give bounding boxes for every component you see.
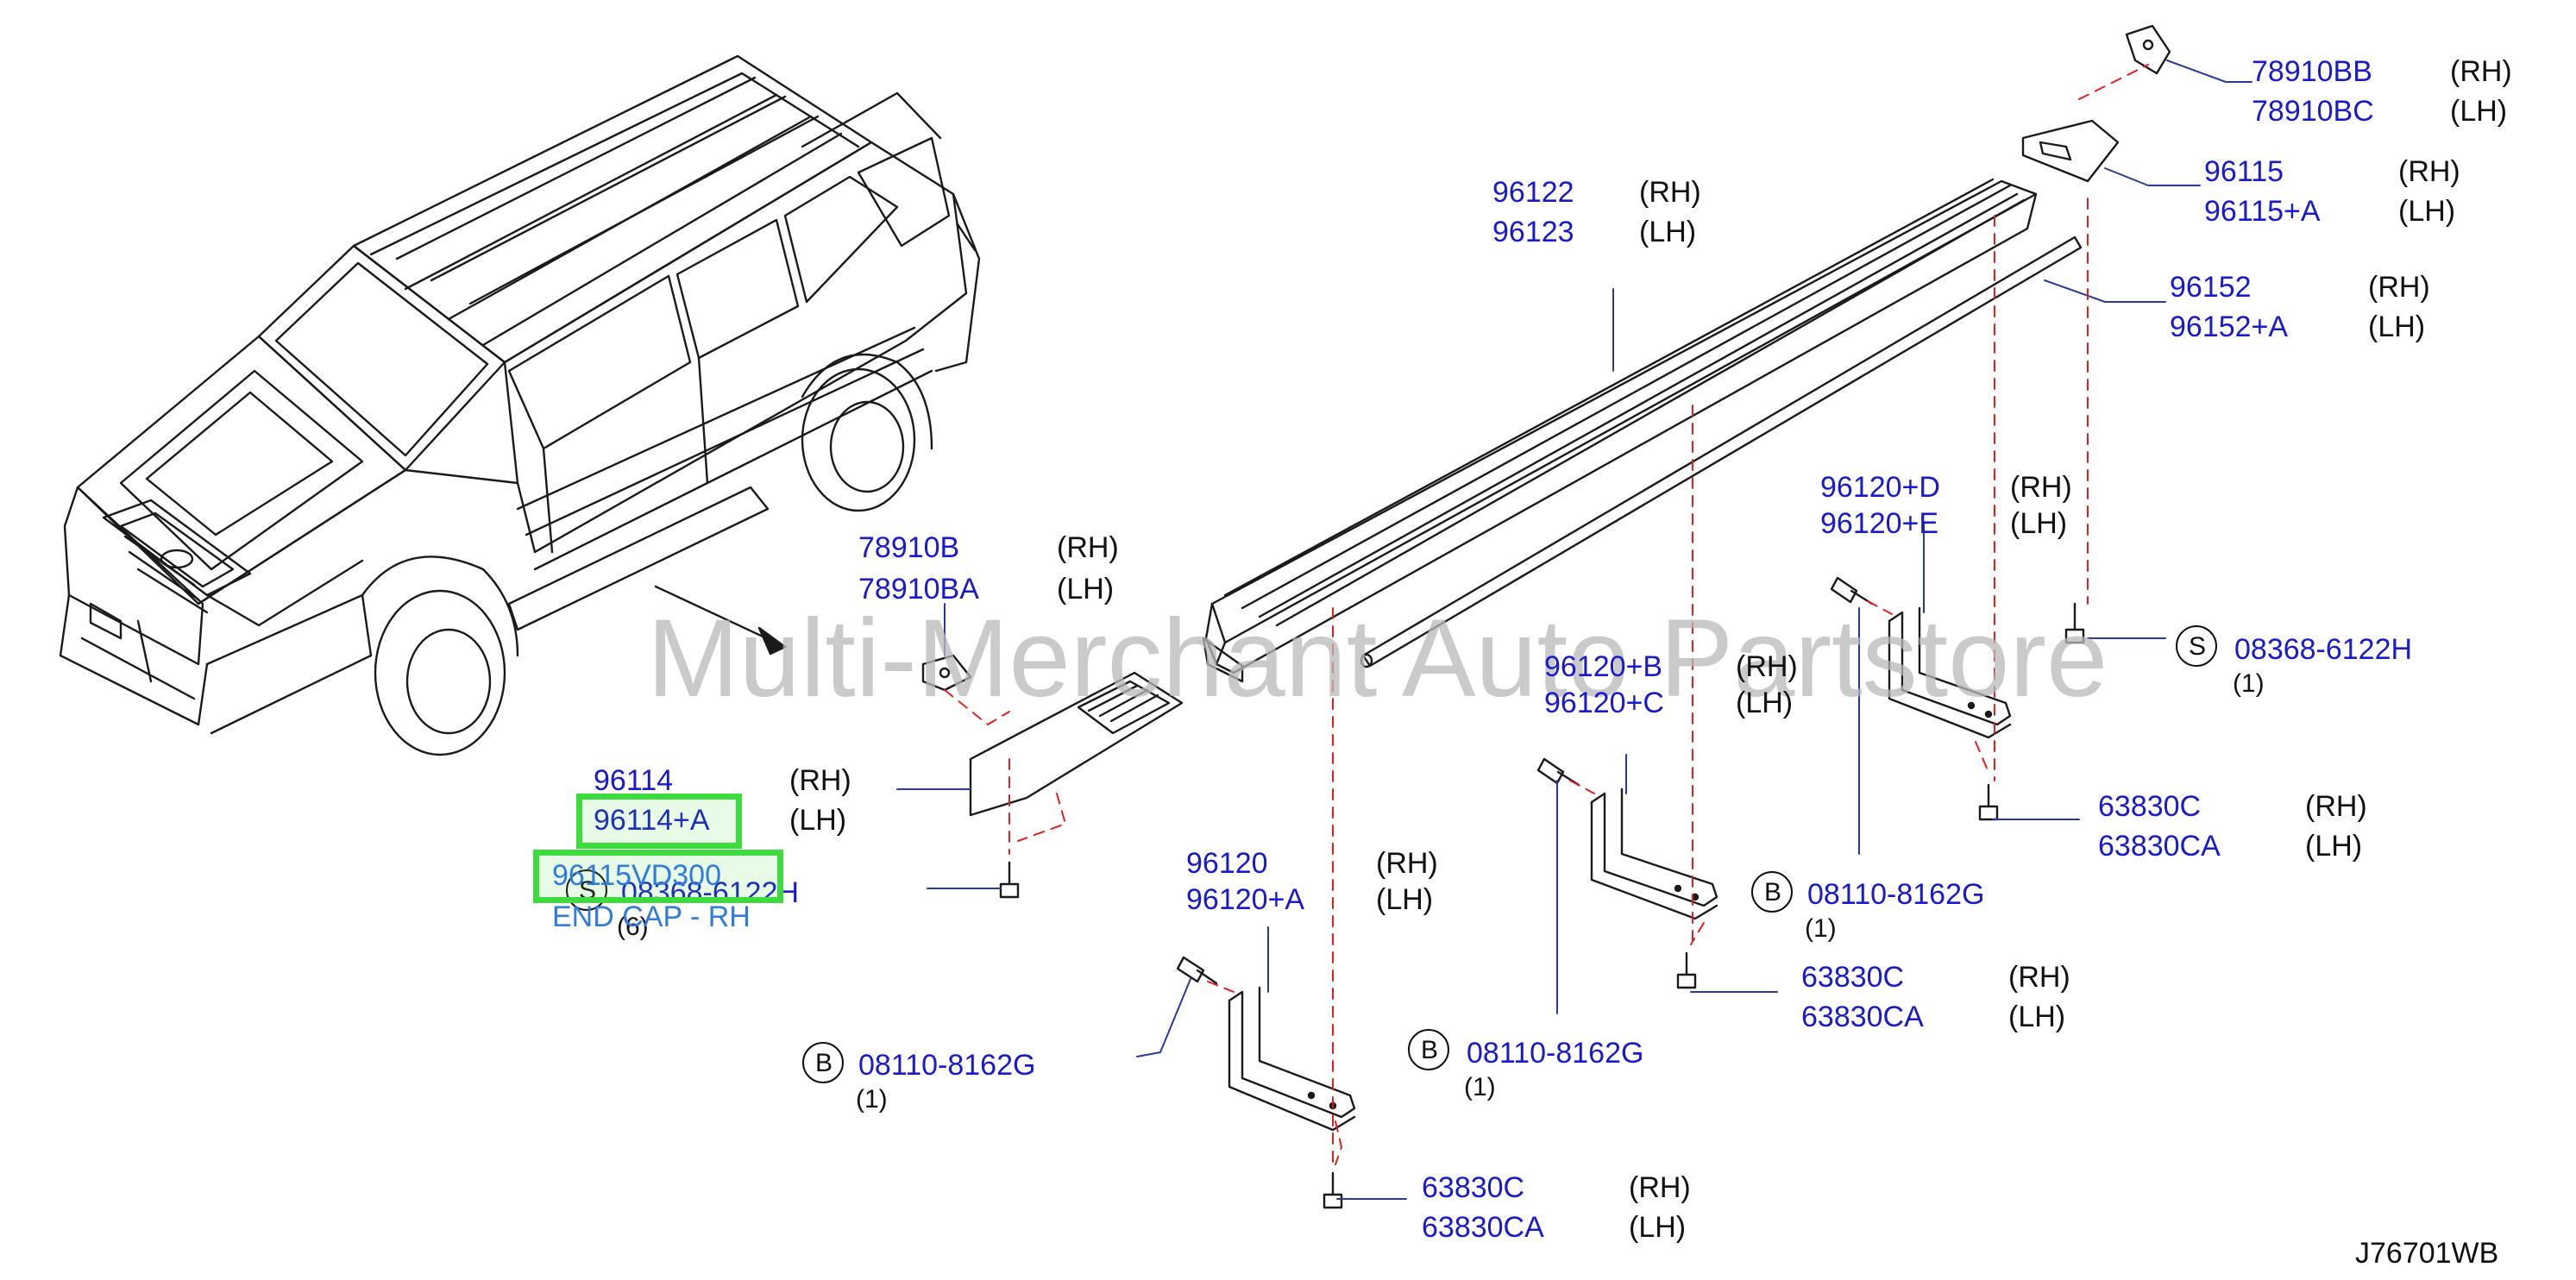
quantity-label: (6) [617, 913, 649, 941]
part-number-78910bb[interactable]: 78910BB [2252, 55, 2372, 88]
end-cap-icon [2021, 119, 2120, 183]
watermark: Multi-Merchant Auto Partstore [647, 597, 2108, 720]
part-number-78910b[interactable]: 78910B [858, 531, 960, 564]
side-label-lh: (LH) [1736, 687, 1794, 719]
suv-vehicle-illustration [59, 54, 981, 756]
side-label-lh: (LH) [1629, 1211, 1687, 1244]
bracket-icon [1590, 787, 1718, 920]
side-label-lh: (LH) [2010, 507, 2068, 540]
side-label-lh: (LH) [789, 804, 847, 837]
part-number-96120-a[interactable]: 96120+A [1186, 883, 1305, 916]
part-number-96120[interactable]: 96120 [1186, 847, 1268, 880]
side-label-rh: (RH) [1629, 1171, 1691, 1204]
side-label-lh: (LH) [1639, 216, 1697, 248]
bolt-icon [999, 861, 1020, 899]
fastener-letter: B [1764, 878, 1782, 907]
fastener-letter: B [1421, 1036, 1439, 1064]
bolt-icon [1323, 1171, 1343, 1209]
part-number-08110-8162g[interactable]: 08110-8162G [1467, 1037, 1644, 1070]
side-label-lh: (LH) [2368, 311, 2426, 343]
end-cap-icon [969, 671, 1184, 817]
bolt-icon [1978, 783, 1999, 821]
side-label-rh: (RH) [1057, 531, 1119, 564]
part-number-96120-e[interactable]: 96120+E [1820, 507, 1939, 540]
part-number-78910ba[interactable]: 78910BA [858, 573, 979, 605]
bracket-icon [1228, 986, 1356, 1132]
side-label-rh: (RH) [2368, 271, 2430, 304]
side-label-rh: (RH) [1376, 847, 1438, 880]
part-number-96120-c[interactable]: 96120+C [1544, 687, 1664, 719]
part-number-63830c[interactable]: 63830C [1422, 1171, 1525, 1204]
fastener-symbol-b [1751, 871, 1793, 913]
side-label-rh: (RH) [789, 764, 851, 797]
side-label-lh: (LH) [2305, 830, 2363, 863]
fastener-symbol-s [2176, 625, 2217, 667]
clip-icon [921, 654, 972, 692]
side-label-lh: (LH) [2450, 95, 2508, 128]
side-label-rh: (RH) [2305, 790, 2367, 823]
part-number-78910bc[interactable]: 78910BC [2252, 95, 2374, 128]
fastener-symbol-s [566, 869, 607, 911]
quantity-label: (1) [1464, 1073, 1496, 1101]
side-label-rh: (RH) [2008, 961, 2070, 994]
fastener-letter: S [2189, 632, 2207, 661]
side-label-lh: (LH) [2398, 195, 2456, 228]
part-number-08110-8162g[interactable]: 08110-8162G [1807, 878, 1985, 911]
part-number-96152-a[interactable]: 96152+A [2170, 311, 2289, 343]
part-number-96123[interactable]: 96123 [1492, 216, 1574, 248]
bolt-icon [1176, 956, 1218, 985]
side-label-rh: (RH) [2010, 471, 2072, 504]
part-number-08368-6122h[interactable]: 08368-6122H [2234, 633, 2413, 666]
quantity-label: (1) [2233, 669, 2265, 698]
clip-icon [2125, 24, 2171, 75]
side-label-rh: (RH) [1736, 650, 1798, 683]
side-label-rh: (RH) [2450, 55, 2512, 88]
bolt-icon [1676, 951, 1697, 989]
quantity-label: (1) [856, 1085, 888, 1114]
diagram-code: J76701WB [2355, 1237, 2499, 1270]
part-number-96114-a[interactable]: 96114+A [594, 804, 710, 837]
part-number-96120-d[interactable]: 96120+D [1820, 471, 1940, 504]
part-number-96115[interactable]: 96115 [2204, 155, 2284, 188]
highlight-96115vd300[interactable] [533, 850, 783, 903]
fastener-letter: B [815, 1049, 833, 1077]
fastener-symbol-b [1408, 1029, 1449, 1070]
part-number-08110-8162g[interactable]: 08110-8162G [858, 1049, 1036, 1082]
part-number-96114[interactable]: 96114 [594, 764, 674, 797]
tooltip-part-number: 96115VD300 [552, 859, 721, 892]
tooltip-description: END CAP - RH [552, 900, 751, 933]
bolt-icon [2064, 602, 2085, 644]
part-number-63830ca[interactable]: 63830CA [2098, 830, 2221, 863]
part-number-96122[interactable]: 96122 [1492, 176, 1574, 209]
part-number-63830c[interactable]: 63830C [2098, 790, 2202, 823]
part-number-63830ca[interactable]: 63830CA [1422, 1211, 1544, 1244]
side-label-rh: (RH) [1639, 176, 1701, 209]
highlight-96114-a[interactable] [576, 794, 742, 849]
part-number-96152[interactable]: 96152 [2170, 271, 2252, 304]
part-number-96120-b[interactable]: 96120+B [1544, 650, 1663, 683]
side-label-lh: (LH) [1057, 573, 1115, 605]
part-number-96115-a[interactable]: 96115+A [2204, 195, 2321, 228]
part-number-63830c[interactable]: 63830C [1801, 961, 1905, 994]
part-number-63830ca[interactable]: 63830CA [1801, 1001, 1924, 1033]
bracket-icon [1888, 606, 2012, 739]
side-label-lh: (LH) [2008, 1001, 2066, 1033]
arrow-icon [654, 585, 787, 656]
quantity-label: (1) [1805, 914, 1837, 943]
side-label-lh: (LH) [1376, 883, 1434, 916]
fastener-symbol-b [802, 1042, 844, 1083]
side-label-rh: (RH) [2398, 155, 2460, 188]
step-rail-icon [1202, 178, 2083, 683]
